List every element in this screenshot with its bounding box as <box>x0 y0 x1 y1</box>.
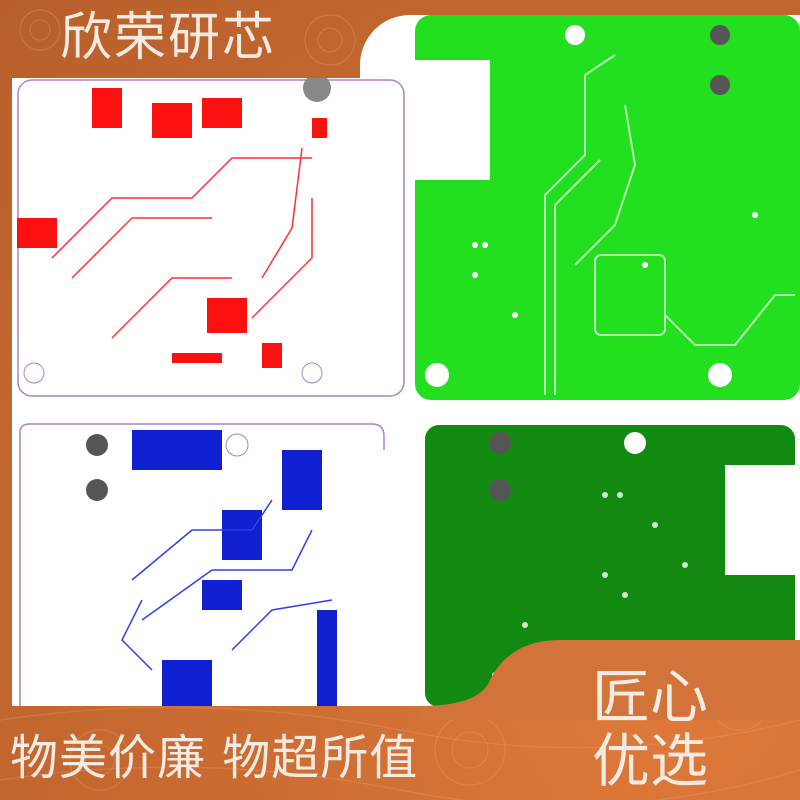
slogan-craft-line1: 匠心 <box>591 663 708 731</box>
red-layer-pcb <box>12 78 410 398</box>
light-green-pcb <box>415 15 800 400</box>
brand-title: 欣荣研芯 <box>60 8 277 68</box>
slogan-craft: 匠心 优选 <box>580 665 720 793</box>
slogan-craft-line2: 优选 <box>591 727 708 795</box>
dark-green-pcb <box>425 425 795 707</box>
blue-layer-pcb <box>12 420 415 706</box>
orange-wave-overlay <box>420 640 800 720</box>
slogan-value: 物美价廉 物超所值 <box>10 730 419 786</box>
